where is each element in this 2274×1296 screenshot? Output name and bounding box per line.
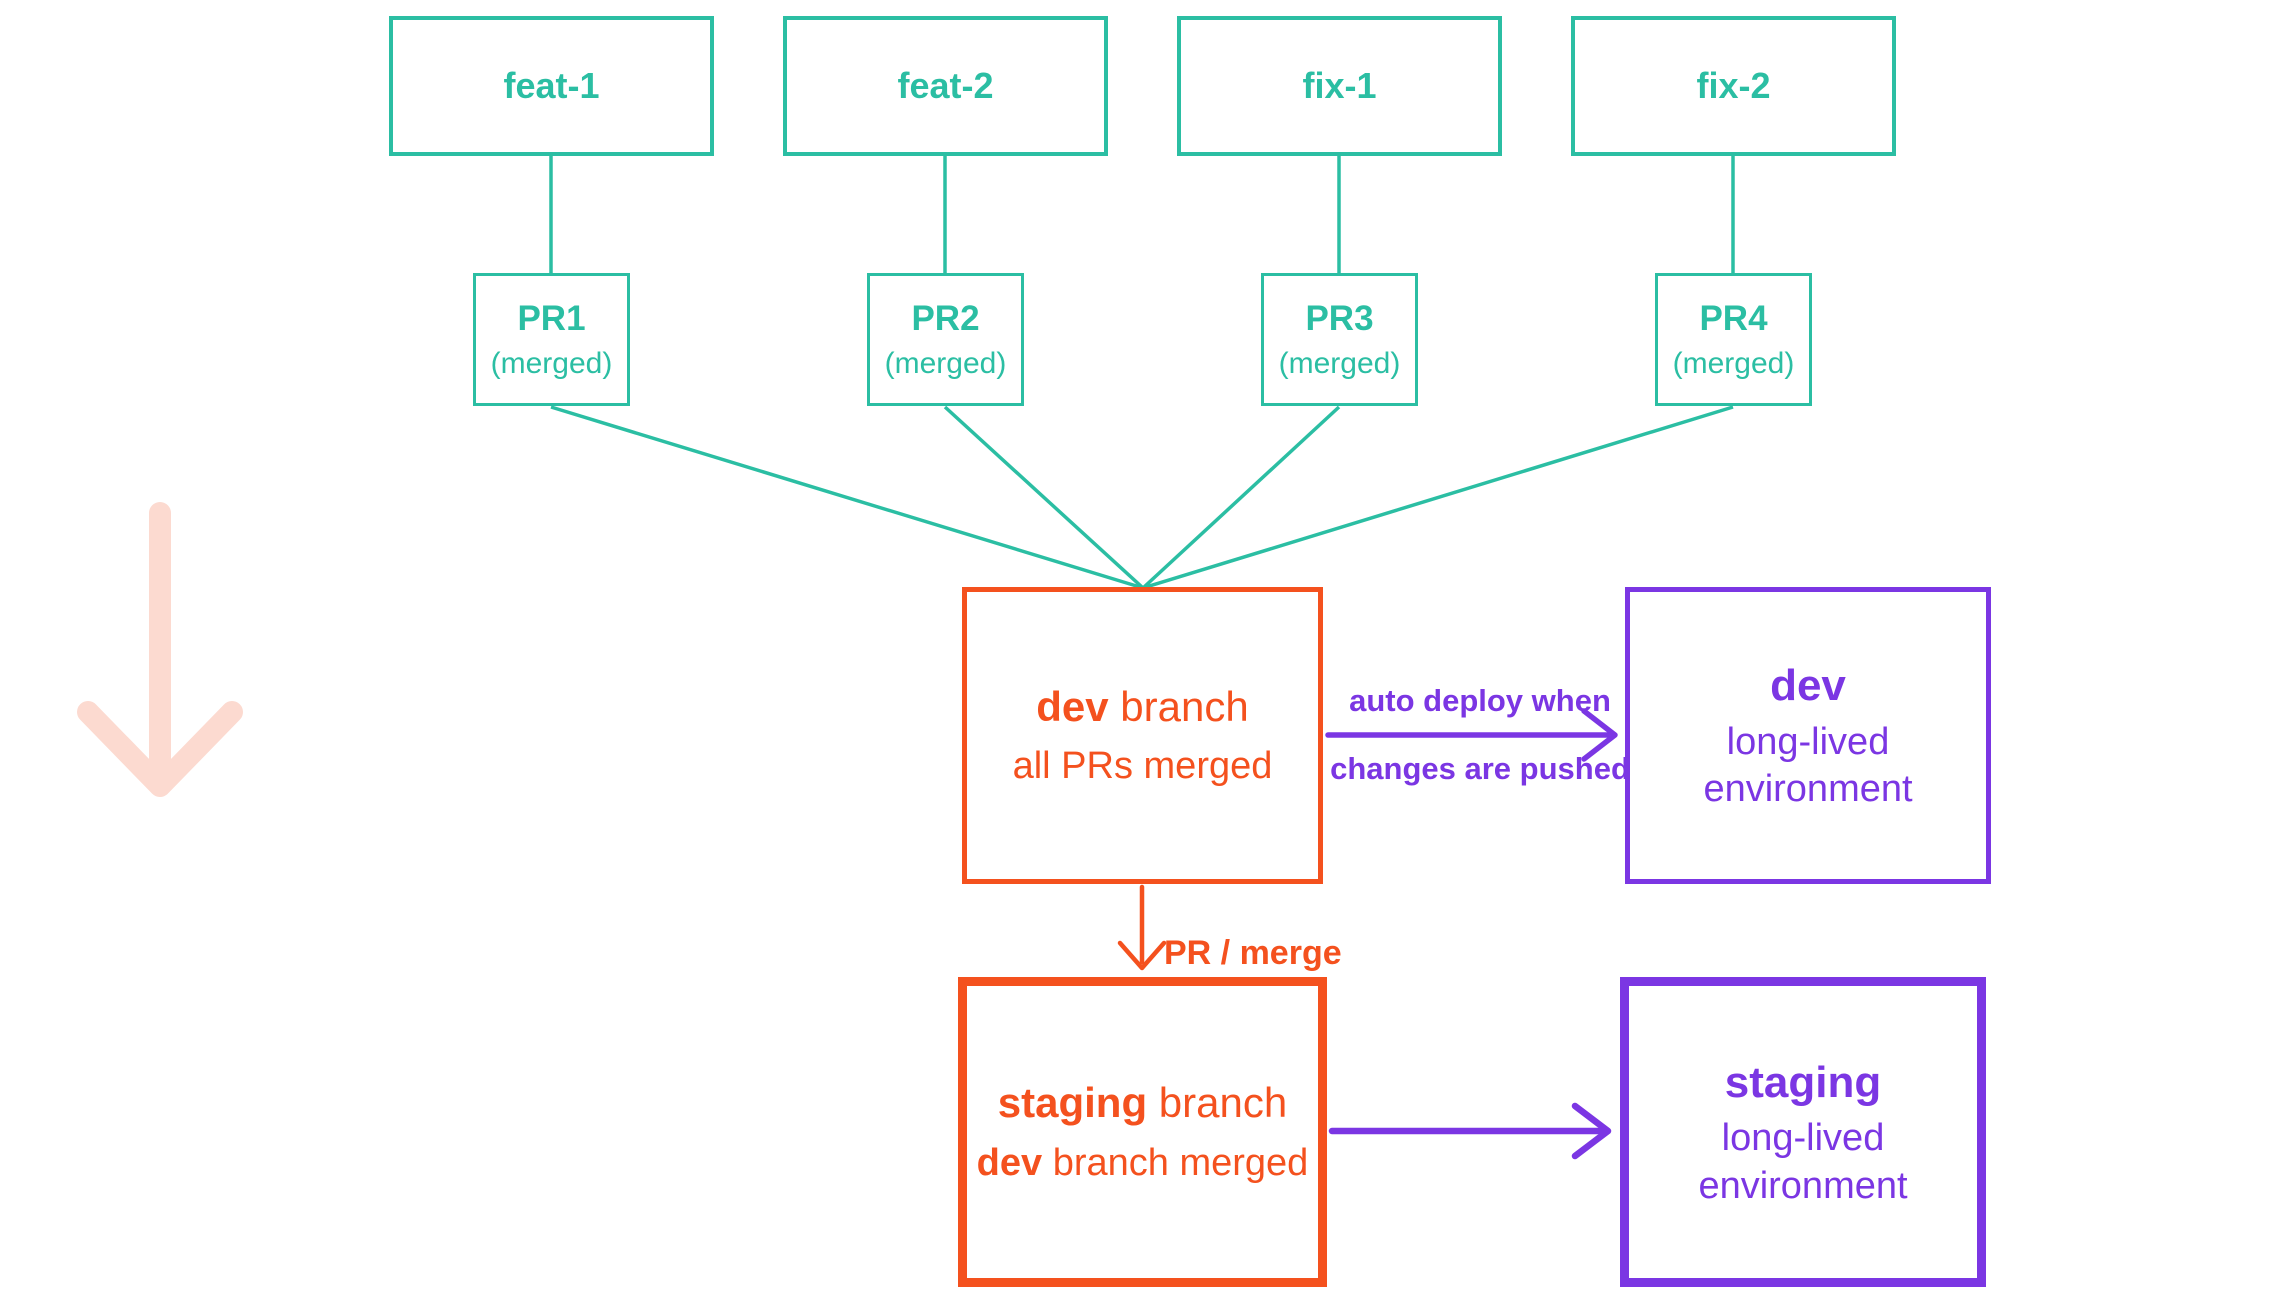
- staging-branch-subtitle-rest: branch merged: [1042, 1141, 1309, 1184]
- pr1-label: PR1: [517, 299, 586, 339]
- connector-pr2-dev: [943, 405, 1145, 590]
- pr2-status: (merged): [884, 346, 1007, 380]
- feat-1-label: feat-1: [503, 64, 600, 106]
- staging-env-line2: environment: [1698, 1164, 1908, 1207]
- pr3-status: (merged): [1278, 346, 1401, 380]
- node-pr1: PR1 (merged): [473, 273, 630, 406]
- fix-2-label: fix-2: [1696, 64, 1771, 106]
- connector-pr3-dev: [1141, 405, 1341, 590]
- pr2-label: PR2: [911, 299, 980, 339]
- auto-deploy-label-line2: changes are pushed: [1330, 751, 1630, 786]
- dev-branch-name-suffix: branch: [1108, 682, 1249, 730]
- fix-1-label: fix-1: [1302, 64, 1377, 106]
- dev-branch-title: dev branch: [1036, 680, 1248, 735]
- node-pr3: PR3 (merged): [1261, 273, 1418, 406]
- node-pr2: PR2 (merged): [867, 273, 1024, 406]
- staging-env-title: staging: [1724, 1057, 1882, 1107]
- connector-pr1-dev: [550, 405, 1144, 590]
- node-feat-2: feat-2: [783, 16, 1108, 156]
- node-staging-environment: staging long-lived environment: [1620, 977, 1986, 1287]
- connector-pr4-dev: [1142, 405, 1734, 590]
- arrow-dev-to-devenv: [1325, 708, 1618, 762]
- down-arrow-icon: [77, 502, 243, 797]
- auto-deploy-label-line1: auto deploy when: [1349, 683, 1611, 718]
- staging-branch-subtitle: dev branch merged: [977, 1139, 1309, 1188]
- staging-env-line1: long-lived: [1721, 1117, 1885, 1160]
- node-dev-branch: dev branch all PRs merged: [962, 587, 1323, 884]
- staging-branch-name: staging: [997, 1079, 1148, 1126]
- node-pr4: PR4 (merged): [1655, 273, 1812, 406]
- feat-2-label: feat-2: [897, 64, 994, 106]
- dev-env-line2: environment: [1703, 768, 1913, 811]
- pr4-label: PR4: [1699, 299, 1768, 339]
- dev-branch-subtitle: all PRs merged: [1012, 745, 1273, 788]
- node-fix-1: fix-1: [1177, 16, 1502, 156]
- staging-branch-subtitle-bold: dev: [976, 1141, 1043, 1184]
- node-fix-2: fix-2: [1571, 16, 1896, 156]
- staging-branch-title: staging branch: [998, 1076, 1287, 1131]
- staging-branch-name-suffix: branch: [1147, 1079, 1288, 1126]
- node-staging-branch: staging branch dev branch merged: [958, 977, 1327, 1287]
- arrow-dev-to-staging: [1117, 884, 1167, 971]
- dev-env-title: dev: [1770, 661, 1846, 711]
- pr1-status: (merged): [490, 346, 613, 380]
- node-dev-environment: dev long-lived environment: [1625, 587, 1991, 884]
- dev-branch-name: dev: [1036, 682, 1109, 730]
- pr-merge-label: PR / merge: [1164, 934, 1342, 972]
- pr3-label: PR3: [1305, 299, 1374, 339]
- pr4-status: (merged): [1672, 346, 1795, 380]
- dev-env-line1: long-lived: [1726, 720, 1890, 763]
- node-feat-1: feat-1: [389, 16, 714, 156]
- arrow-staging-to-stagingenv: [1328, 1102, 1612, 1160]
